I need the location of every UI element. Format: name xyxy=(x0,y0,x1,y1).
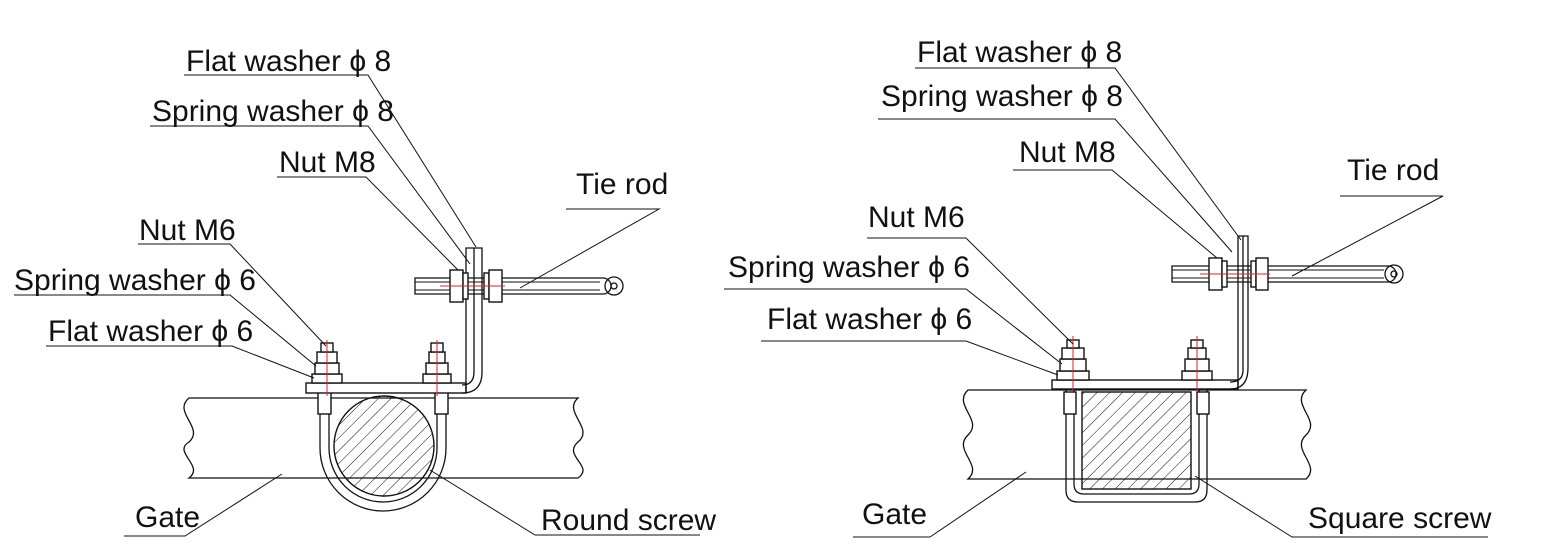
left-label-spring-washer-8: Spring washer ϕ 8 xyxy=(152,95,394,128)
right-label-nut-m6: Nut M6 xyxy=(868,201,965,234)
left-gate-beam xyxy=(183,397,584,479)
right-label-nut-m8: Nut M8 xyxy=(1019,136,1116,169)
left-labels: Flat washer ϕ 8 Spring washer ϕ 8 Nut M8… xyxy=(14,45,716,537)
left-label-round-screw: Round screw xyxy=(541,504,716,537)
right-label-square-screw: Square screw xyxy=(1308,502,1492,535)
left-assembly xyxy=(14,74,700,537)
right-label-spring-washer-8: Spring washer ϕ 8 xyxy=(881,80,1123,113)
right-label-flat-washer-8: Flat washer ϕ 8 xyxy=(917,36,1122,69)
right-label-gate: Gate xyxy=(862,498,927,531)
right-square-screw xyxy=(1081,391,1192,490)
left-round-screw xyxy=(333,395,435,497)
right-label-flat-washer-6: Flat washer ϕ 6 xyxy=(767,303,972,336)
left-label-flat-washer-8: Flat washer ϕ 8 xyxy=(186,45,391,78)
left-u-bolt xyxy=(319,382,447,512)
right-l-bracket xyxy=(1229,235,1249,390)
right-labels: Flat washer ϕ 8 Spring washer ϕ 8 Nut M8… xyxy=(728,36,1492,535)
left-label-nut-m8: Nut M8 xyxy=(279,146,376,179)
right-assembly xyxy=(724,67,1488,538)
left-label-spring-washer-6: Spring washer ϕ 6 xyxy=(14,264,256,297)
left-label-gate: Gate xyxy=(135,501,200,534)
right-base-plate xyxy=(1051,379,1239,390)
left-label-flat-washer-6: Flat washer ϕ 6 xyxy=(48,315,253,348)
right-u-bolt xyxy=(1065,382,1208,503)
right-label-spring-washer-6: Spring washer ϕ 6 xyxy=(728,251,970,284)
left-label-tie-rod: Tie rod xyxy=(576,168,668,201)
right-gate-beam xyxy=(962,389,1312,480)
right-label-tie-rod: Tie rod xyxy=(1347,154,1439,187)
left-l-bracket xyxy=(461,247,483,394)
left-label-nut-m6: Nut M6 xyxy=(139,214,236,247)
left-base-plate xyxy=(305,382,467,394)
